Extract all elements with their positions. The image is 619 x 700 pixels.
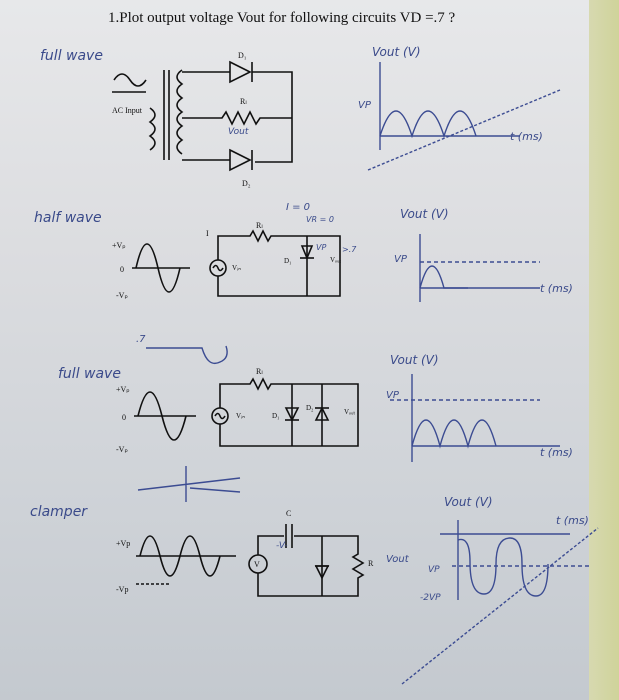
halfwave-circuit [209,229,341,297]
section4-label: clamper [30,504,88,520]
wave3-top: +Vₚ [116,385,130,394]
vout-label-4: Vout [386,554,410,565]
vc-label: -V- [276,541,288,551]
annotation-i: I = 0 [286,202,310,213]
rl-label-3: Rₗ [256,367,263,376]
d1-label: D₁ [238,51,247,60]
wave4-top: +Vp [116,539,130,548]
graph3-xlabel: t (ms) [540,446,573,459]
graph2-level: VP [394,254,408,265]
ac-source-icon [112,73,147,93]
wave3-bottom: -Vₚ [116,445,128,454]
graph3-ylabel: Vout (V) [390,353,439,367]
vin-label-2: Vᵢₙ [232,264,241,272]
section2-label: half wave [34,210,102,226]
graph1-ylabel: Vout (V) [372,45,421,59]
d1-label-3: D₁ [272,412,280,420]
vout-label-2: Vₒᵤₜ [330,256,341,264]
wave2-zero: 0 [120,265,124,274]
clamper-circuit [248,524,365,597]
rl-label-2: Rₗ [256,221,263,230]
graph4-xlabel: t (ms) [556,514,589,527]
margin-note: .7 [136,334,146,345]
r-label: R [368,559,374,568]
graph2-xlabel: t (ms) [540,282,573,295]
graph4-level2: -2VP [420,593,441,603]
vout-label-3: Vₒᵤₜ [344,408,355,416]
annotation-vr: VR = 0 [306,215,334,224]
source-label: V [254,560,260,569]
sine-wave-2 [132,243,190,293]
graph1-level: VP [358,100,372,111]
question-title: 1.Plot output voltage Vout for following… [108,10,456,26]
wave3-zero: 0 [122,413,126,422]
graph4 [401,520,599,685]
rl-label: Rₗ [240,97,247,106]
vp-note: VP [316,243,326,252]
graph1-xlabel: t (ms) [510,130,543,143]
sketch-line [146,345,228,365]
threshold-note: >.7 [342,245,357,254]
graph3-level: VP [386,390,400,401]
vin-label-3: Vᵢₙ [236,412,245,420]
fullwave-circuit [182,60,293,172]
sketch-lines-2 [137,466,241,502]
transformer-icon [148,69,184,160]
d1-label-2: D₁ [284,257,292,265]
sine-wave-3 [134,391,196,441]
vout-label-1: Vout [228,127,249,137]
ac-input-label: AC Input [112,106,143,115]
section3-label: full wave [58,366,121,382]
graph2 [419,234,540,302]
graph2-ylabel: Vout (V) [400,207,449,221]
graph4-ylabel: Vout (V) [444,495,493,509]
graph3 [390,374,560,462]
graph1 [367,62,561,171]
wave2-top: +Vₚ [112,241,126,250]
page-edge [589,0,619,700]
d2-label: D₂ [242,179,251,188]
section1-label: full wave [40,48,103,64]
sine-wave-4 [136,535,236,585]
graph4-level1: VP [428,565,440,575]
wave2-bottom: -Vₚ [116,291,128,300]
fullwave-bridge-circuit [211,377,359,447]
capacitor-label: C [286,509,291,518]
current-label: I [206,229,209,238]
wave4-bottom: -Vp [116,585,128,594]
d2-label-3: D₂ [306,404,314,412]
